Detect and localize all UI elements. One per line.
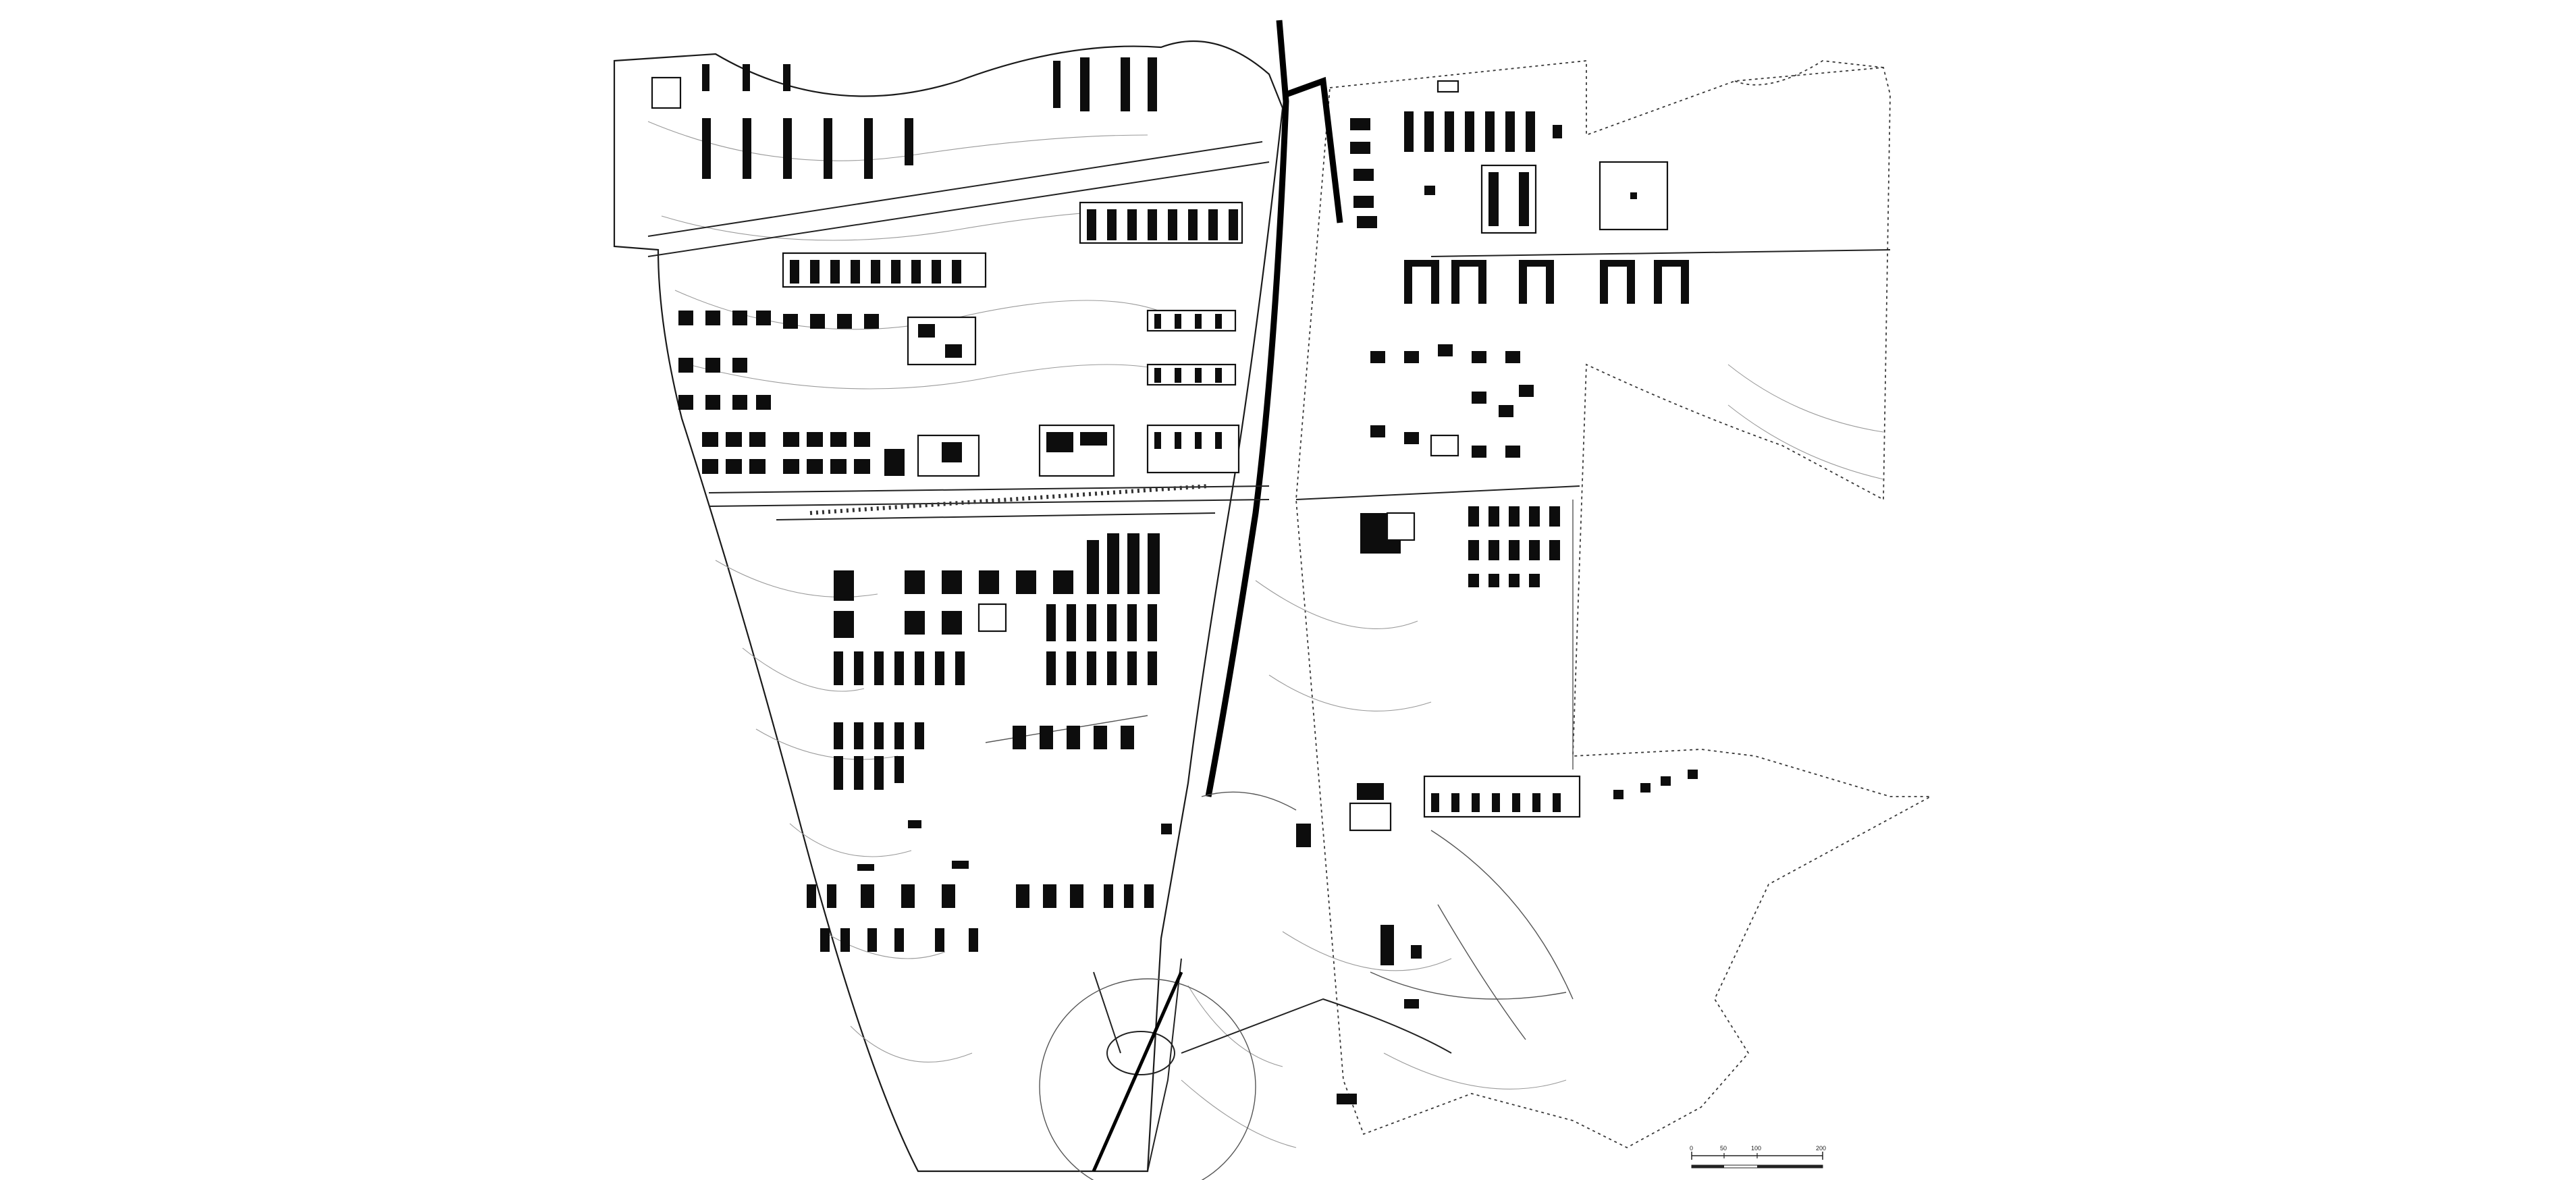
- buildings-west-north: [651, 57, 1157, 179]
- scale-label-100: 100: [1751, 1145, 1761, 1152]
- buildings-west-grid: [807, 533, 1172, 952]
- east-site-boundary: [1295, 60, 1931, 1149]
- buildings-west-middle: [702, 424, 1240, 477]
- east-northeast-edge: [1734, 60, 1884, 86]
- road-network: [647, 141, 1891, 1172]
- scale-label-50: 50: [1720, 1145, 1727, 1152]
- roundabout: [1039, 971, 1256, 1180]
- west-site-boundary: [613, 40, 1284, 1173]
- railway-spur: [1285, 76, 1343, 223]
- buildings-east: [1296, 80, 1698, 1104]
- buildings-north-central: [1079, 201, 1243, 244]
- scale-label-0: 0: [1690, 1145, 1693, 1152]
- railway-line: [1205, 20, 1289, 797]
- buildings-west-upper: [678, 252, 1237, 410]
- scale-bar: 0 50 100 200: [1690, 1145, 1826, 1169]
- scale-label-200: 200: [1816, 1145, 1826, 1152]
- tree-avenue: [809, 484, 1209, 515]
